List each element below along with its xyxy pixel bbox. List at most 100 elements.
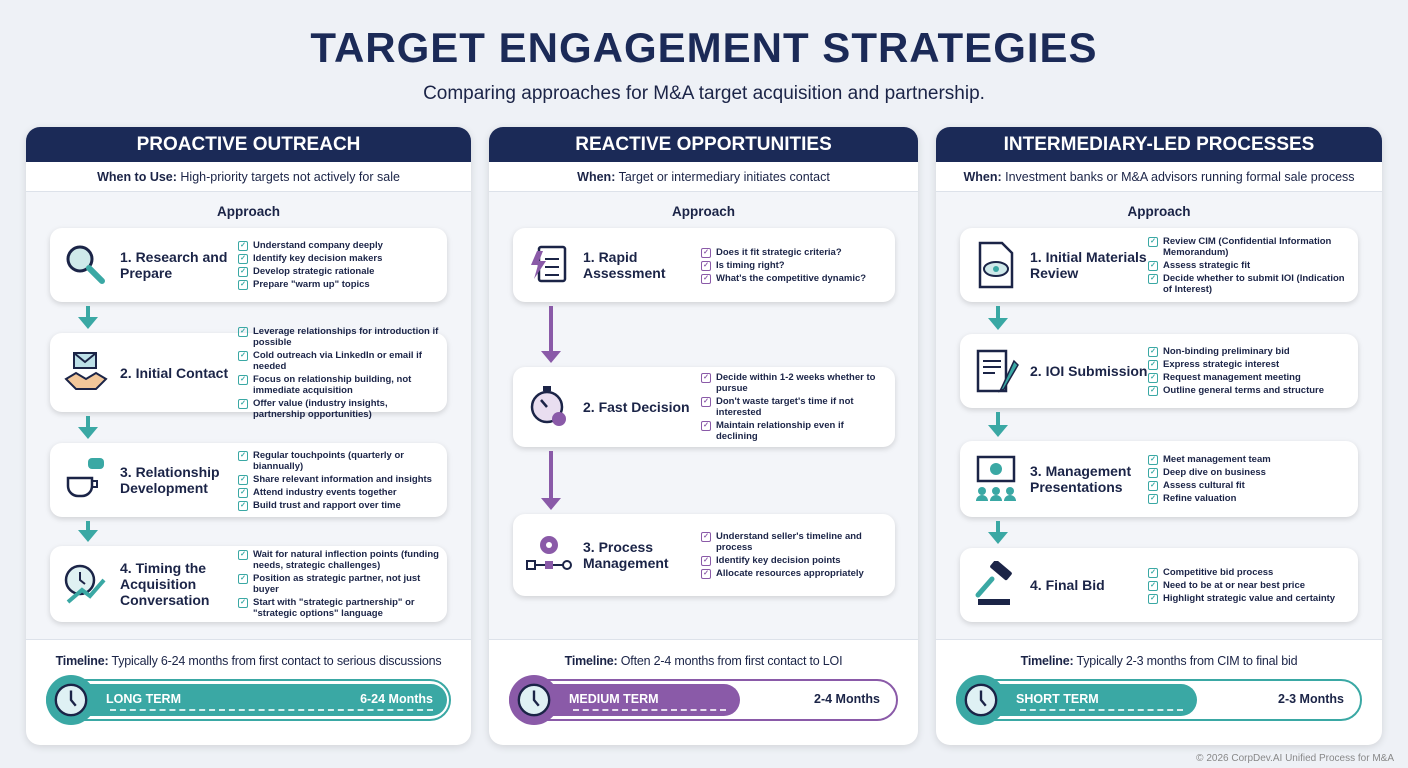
checkbox-checked-icon: ✓ (238, 450, 248, 461)
checklist-text: Review CIM (Confidential Information Mem… (1163, 235, 1332, 258)
checklist-item: ✓Request management meeting (1148, 372, 1350, 383)
step-checklist: ✓Does it fit strategic criteria?✓Is timi… (701, 245, 895, 286)
checklist-item: ✓ Allocate resources appropriately (701, 568, 887, 579)
checklist-item: ✓Refine valuation (1148, 493, 1350, 504)
column-title: REACTIVE OPPORTUNITIES (489, 127, 918, 162)
checkbox-checked-icon: ✓ (1148, 236, 1158, 247)
timeline-bar: MEDIUM TERM 2-4 Months (509, 675, 898, 725)
checklist-item: ✓ Don't waste target's time if not intere… (701, 396, 887, 418)
duration-label: 2-3 Months (1278, 692, 1344, 706)
column-title: PROACTIVE OUTREACH (26, 127, 471, 162)
checklist-text: Leverage relationships for introduction … (253, 325, 439, 348)
when-text: High-priority targets not actively for s… (176, 170, 400, 184)
timeline-text: Timeline: Typically 6-24 months from fir… (26, 654, 471, 668)
approach-heading: Approach (671, 204, 735, 219)
checklist-item: ✓Wait for natural inflection points (fun… (238, 549, 439, 571)
checkbox-checked-icon: ✓ (701, 260, 711, 271)
timeline-bar: LONG TERM 6-24 Months (46, 675, 451, 725)
checklist-text: Decide within 1-2 weeks whether to pursu… (716, 372, 876, 394)
checklist-text: Meet management team (1163, 454, 1271, 465)
checklist-item: ✓Understand seller's timeline and proces… (701, 531, 887, 553)
step-checklist: ✓Understand seller's timeline and proces… (701, 529, 895, 581)
checklist-item: ✓Offer value (industry insights, partner… (238, 398, 439, 420)
checklist-text: Outline general terms and structure (1163, 385, 1325, 396)
step-title: 1. Research and Prepare (120, 249, 228, 281)
step-card: 4. Final Bid✓Competitive bid process✓Nee… (960, 548, 1358, 622)
checkbox-checked-icon: ✓ (1148, 455, 1158, 465)
checkbox-checked-icon: ✓ (238, 487, 248, 498)
column-title: INTERMEDIARY-LED PROCESSES (936, 127, 1382, 162)
checklist-item: ✓ Non-binding preliminary bid (1148, 346, 1350, 357)
step-title: 2. Fast Decision (583, 399, 690, 415)
checkbox-checked-icon: ✓ (238, 474, 248, 485)
document-eye-icon (968, 241, 1024, 289)
checklist-item: ✓Express strategic interest (1148, 359, 1350, 370)
step-card: 3. Management Presentations✓Meet managem… (960, 441, 1358, 517)
timeline-text: Timeline: Typically 2-3 months from CIM … (936, 654, 1382, 668)
timeline-description: Often 2-4 months from first contact to L… (617, 654, 843, 668)
magnifier-icon (58, 241, 114, 289)
checklist-text: What's the competitive dynamic? (716, 272, 867, 284)
column-1: PROACTIVE OUTREACH When to Use: High-pri… (26, 127, 471, 745)
clock-icon (46, 675, 96, 725)
approach-panel: Approach 1. Initial Materials Review✓Rev… (936, 192, 1382, 640)
timeline-ticks (1020, 709, 1184, 712)
handshake-envelope-icon (58, 349, 114, 397)
checklist-text: Highlight strategic value and certainty (1163, 592, 1336, 604)
column-2: REACTIVE OPPORTUNITIES When: Target or i… (489, 127, 918, 745)
checklist-text: Identify key decision makers (253, 253, 383, 264)
checkbox-checked-icon: ✓ (1148, 593, 1158, 604)
checklist-item: ✓ Start with "strategic partnership" or "… (238, 597, 439, 619)
checkbox-checked-icon: ✓ (238, 254, 248, 264)
checkbox-checked-icon: ✓ (701, 556, 711, 566)
checklist-item: ✓Understand company deeply (238, 240, 439, 251)
checklist-text: Need to be at or near best price (1163, 579, 1306, 591)
checklist-item: ✓Cold outreach via LinkedIn or email if … (238, 350, 439, 372)
checklist-text: Refine valuation (1163, 493, 1237, 504)
when-to-use: When: Target or intermediary initiates c… (489, 162, 918, 192)
duration-label: 2-4 Months (814, 692, 880, 706)
checkbox-checked-icon: ✓ (238, 241, 248, 251)
timeline-text: Timeline: Often 2-4 months from first co… (489, 654, 918, 668)
flow-arrow (988, 521, 1008, 544)
step-checklist: ✓Understand company deeply✓Identify key … (238, 238, 447, 292)
timeline-description: Typically 2-3 months from CIM to final b… (1073, 654, 1298, 668)
step-title: 3. Process Management (583, 539, 669, 571)
document-pen-icon (968, 347, 1024, 395)
checklist-text: Start with "strategic partnership" or "s… (253, 597, 415, 619)
checkbox-checked-icon: ✓ (1148, 347, 1158, 357)
timeline-ticks (110, 709, 433, 712)
checkbox-checked-icon: ✓ (238, 574, 248, 584)
footer-copyright: © 2026 CorpDev.AI Unified Process for M&… (1196, 753, 1394, 764)
checklist-text: Offer value (industry insights, partners… (253, 397, 388, 420)
timeline-label: Timeline: (55, 654, 109, 668)
checkbox-checked-icon: ✓ (701, 532, 711, 542)
checklist-text: Request management meeting (1163, 372, 1301, 383)
checklist-text: Express strategic interest (1163, 359, 1280, 370)
step-card: 2. Fast Decision ✓ Decide within 1-2 weeks… (513, 367, 895, 447)
checkbox-checked-icon: ✓ (1148, 386, 1158, 396)
step-card: 1. Rapid Assessment✓Does it fit strategi… (513, 228, 895, 302)
checkbox-checked-icon: ✓ (701, 569, 711, 579)
checklist-text: Assess cultural fit (1163, 480, 1245, 491)
checklist-item: ✓What's the competitive dynamic? (701, 273, 887, 284)
presentation-icon (968, 455, 1024, 503)
checkbox-checked-icon: ✓ (238, 598, 248, 608)
clock-icon (509, 675, 559, 725)
step-card: 2. Initial Contact✓Leverage relationship… (50, 326, 447, 420)
checklist-item: ✓Need to be at or near best price (1148, 580, 1350, 591)
checklist-text: Competitive bid process (1163, 566, 1274, 578)
checkbox-checked-icon: ✓ (1148, 260, 1158, 271)
when-to-use: When to Use: High-priority targets not a… (26, 162, 471, 192)
step-card: 4. Timing the Acquisition Conversation✓W… (50, 546, 447, 622)
checklist-item: ✓ Outline general terms and structure (1148, 385, 1350, 396)
timeline-label: Timeline: (1020, 654, 1074, 668)
step-title: 1. Initial Materials Review (1030, 249, 1147, 281)
checklist-text: Non-binding preliminary bid (1163, 346, 1290, 357)
flow-arrow (541, 451, 561, 510)
checkbox-checked-icon: ✓ (701, 397, 711, 407)
checklist-text: Don't waste target's time if not interes… (716, 396, 854, 418)
checklist-text: Allocate resources appropriately (716, 568, 864, 579)
checkbox-checked-icon: ✓ (1148, 567, 1158, 578)
checkbox-checked-icon: ✓ (701, 421, 711, 431)
